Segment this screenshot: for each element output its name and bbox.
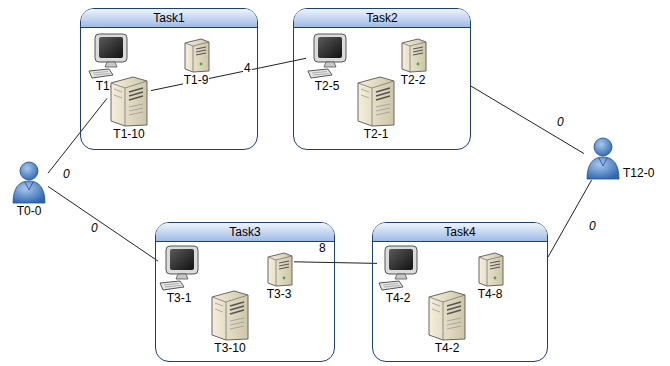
monitor-icon [87,33,129,79]
node-label: T4-2 [434,341,461,355]
node-label: T0-0 [16,204,43,218]
machine-node: T3-10 [208,289,252,355]
tower-icon [425,289,469,341]
machine-node: T1-9 [181,37,211,87]
machine-node: T2-1 [354,75,398,141]
weight-label: 0 [588,220,597,233]
tower-icon [107,75,151,127]
machine-node: T4-8 [475,251,505,301]
node-label: T4-8 [477,287,504,301]
task-group: Task4T4-2T4-8T4-2 [372,222,548,362]
user-node: T0-0 [10,160,48,218]
group-title: Task4 [373,223,547,242]
machine-node: T3-3 [264,251,294,301]
node-label: T3-10 [213,341,246,355]
connector-line [471,86,584,154]
machine-node: T4-2 [425,289,469,355]
tower-icon [354,75,398,127]
node-label: T1-9 [183,73,210,87]
machine-node: T3-1 [158,245,200,305]
connector-line [548,180,592,257]
monitor-icon [306,33,348,79]
group-title: Task1 [81,9,257,28]
tower-icon [208,289,252,341]
node-label: T1-10 [112,127,145,141]
monitor-icon [158,245,200,291]
machine-node: T1-10 [107,75,151,141]
connector-line [48,186,158,261]
machine-node: T2-5 [306,33,348,93]
task-group: Task3T3-1 T3-3T3-10 [155,222,335,362]
group-title: Task2 [294,9,470,28]
server-icon [181,37,211,73]
task-group: Task2T2-5 T2-2T2-1 [293,8,471,150]
weight-label: 0 [556,116,565,129]
connector-line [151,58,306,90]
task-group: Task1T1-3T1-9T1-10 [80,8,258,150]
user-icon [10,160,48,204]
user-icon [584,136,622,180]
node-label: T3-3 [266,287,293,301]
weight-label: 0 [62,168,71,181]
server-icon [475,251,505,287]
weight-label: 4 [243,62,252,75]
node-label: T4-2 [385,291,412,305]
weight-label: 8 [318,242,327,255]
node-label: T12-0 [622,166,655,180]
server-icon [264,251,294,287]
weight-label: 0 [90,222,99,235]
node-label: T2-5 [314,79,341,93]
monitor-icon [377,245,419,291]
server-icon [398,37,428,73]
connector-line [48,98,107,173]
machine-node: T4-2 [377,245,419,305]
user-node: T12-0 [584,136,655,180]
node-label: T3-1 [166,291,193,305]
machine-node: T2-2 [398,37,428,87]
group-title: Task3 [156,223,334,242]
connector-line [294,262,377,264]
node-label: T2-2 [400,73,427,87]
node-label: T2-1 [363,127,390,141]
